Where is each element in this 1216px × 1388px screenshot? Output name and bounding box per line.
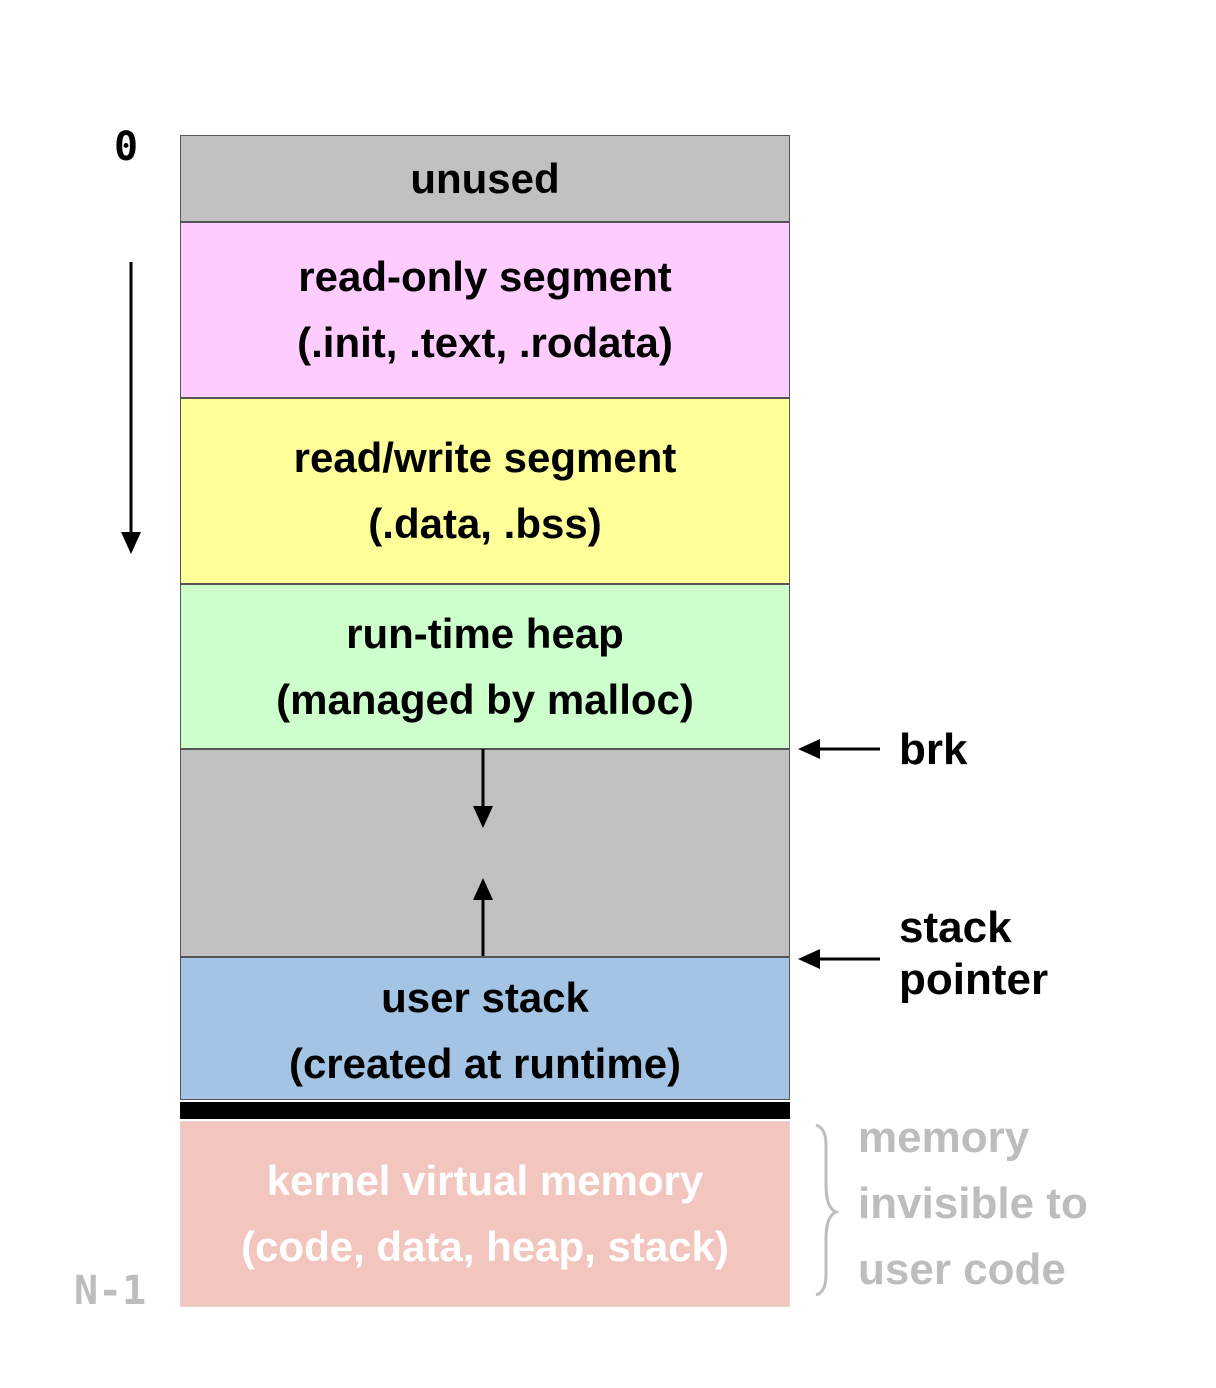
segment-kernel-title: kernel virtual memory [266,1157,704,1204]
stack-pointer-arrow [798,949,880,969]
kernel-note-line2: invisible to [858,1179,1088,1228]
brk-label: brk [899,725,968,774]
kernel-note-line1: memory [858,1113,1030,1162]
kernel-note-brace [815,1123,841,1297]
segment-heap: run-time heap (managed by malloc) [180,584,790,749]
heap-growth-arrow [473,749,493,828]
brk-pointer-arrow [798,739,880,759]
segment-user-stack-note: (created at runtime) [288,1039,682,1087]
segment-free-gap [180,749,790,957]
address-direction-arrow [121,262,141,554]
segment-user-stack-title: user stack [381,973,589,1021]
segment-kernel: kernel virtual memory (code, data, heap,… [180,1121,790,1307]
kernel-boundary-bar [180,1102,790,1119]
segment-read-only-sections: (.init, .text, .rodata) [297,319,673,366]
segment-unused-label: unused [410,154,560,202]
stack-growth-arrow [473,878,493,956]
segment-read-only: read-only segment (.init, .text, .rodata… [180,222,790,398]
segment-unused: unused [180,135,790,222]
kernel-note-line3: user code [858,1245,1066,1294]
segment-read-only-title: read-only segment [298,253,672,300]
segment-kernel-sections: (code, data, heap, stack) [241,1223,729,1270]
stack-pointer-label-line1: stack [899,903,1012,952]
stack-pointer-label-line2: pointer [899,955,1049,1004]
address-zero-label: 0 [114,124,139,170]
segment-read-write: read/write segment (.data, .bss) [180,398,790,584]
segment-heap-note: (managed by malloc) [276,675,694,723]
address-n-minus-1-label: N-1 [74,1268,147,1314]
segment-read-write-title: read/write segment [293,434,677,481]
segment-read-write-sections: (.data, .bss) [368,500,602,547]
segment-user-stack: user stack (created at runtime) [180,957,790,1100]
segment-heap-title: run-time heap [346,609,624,657]
